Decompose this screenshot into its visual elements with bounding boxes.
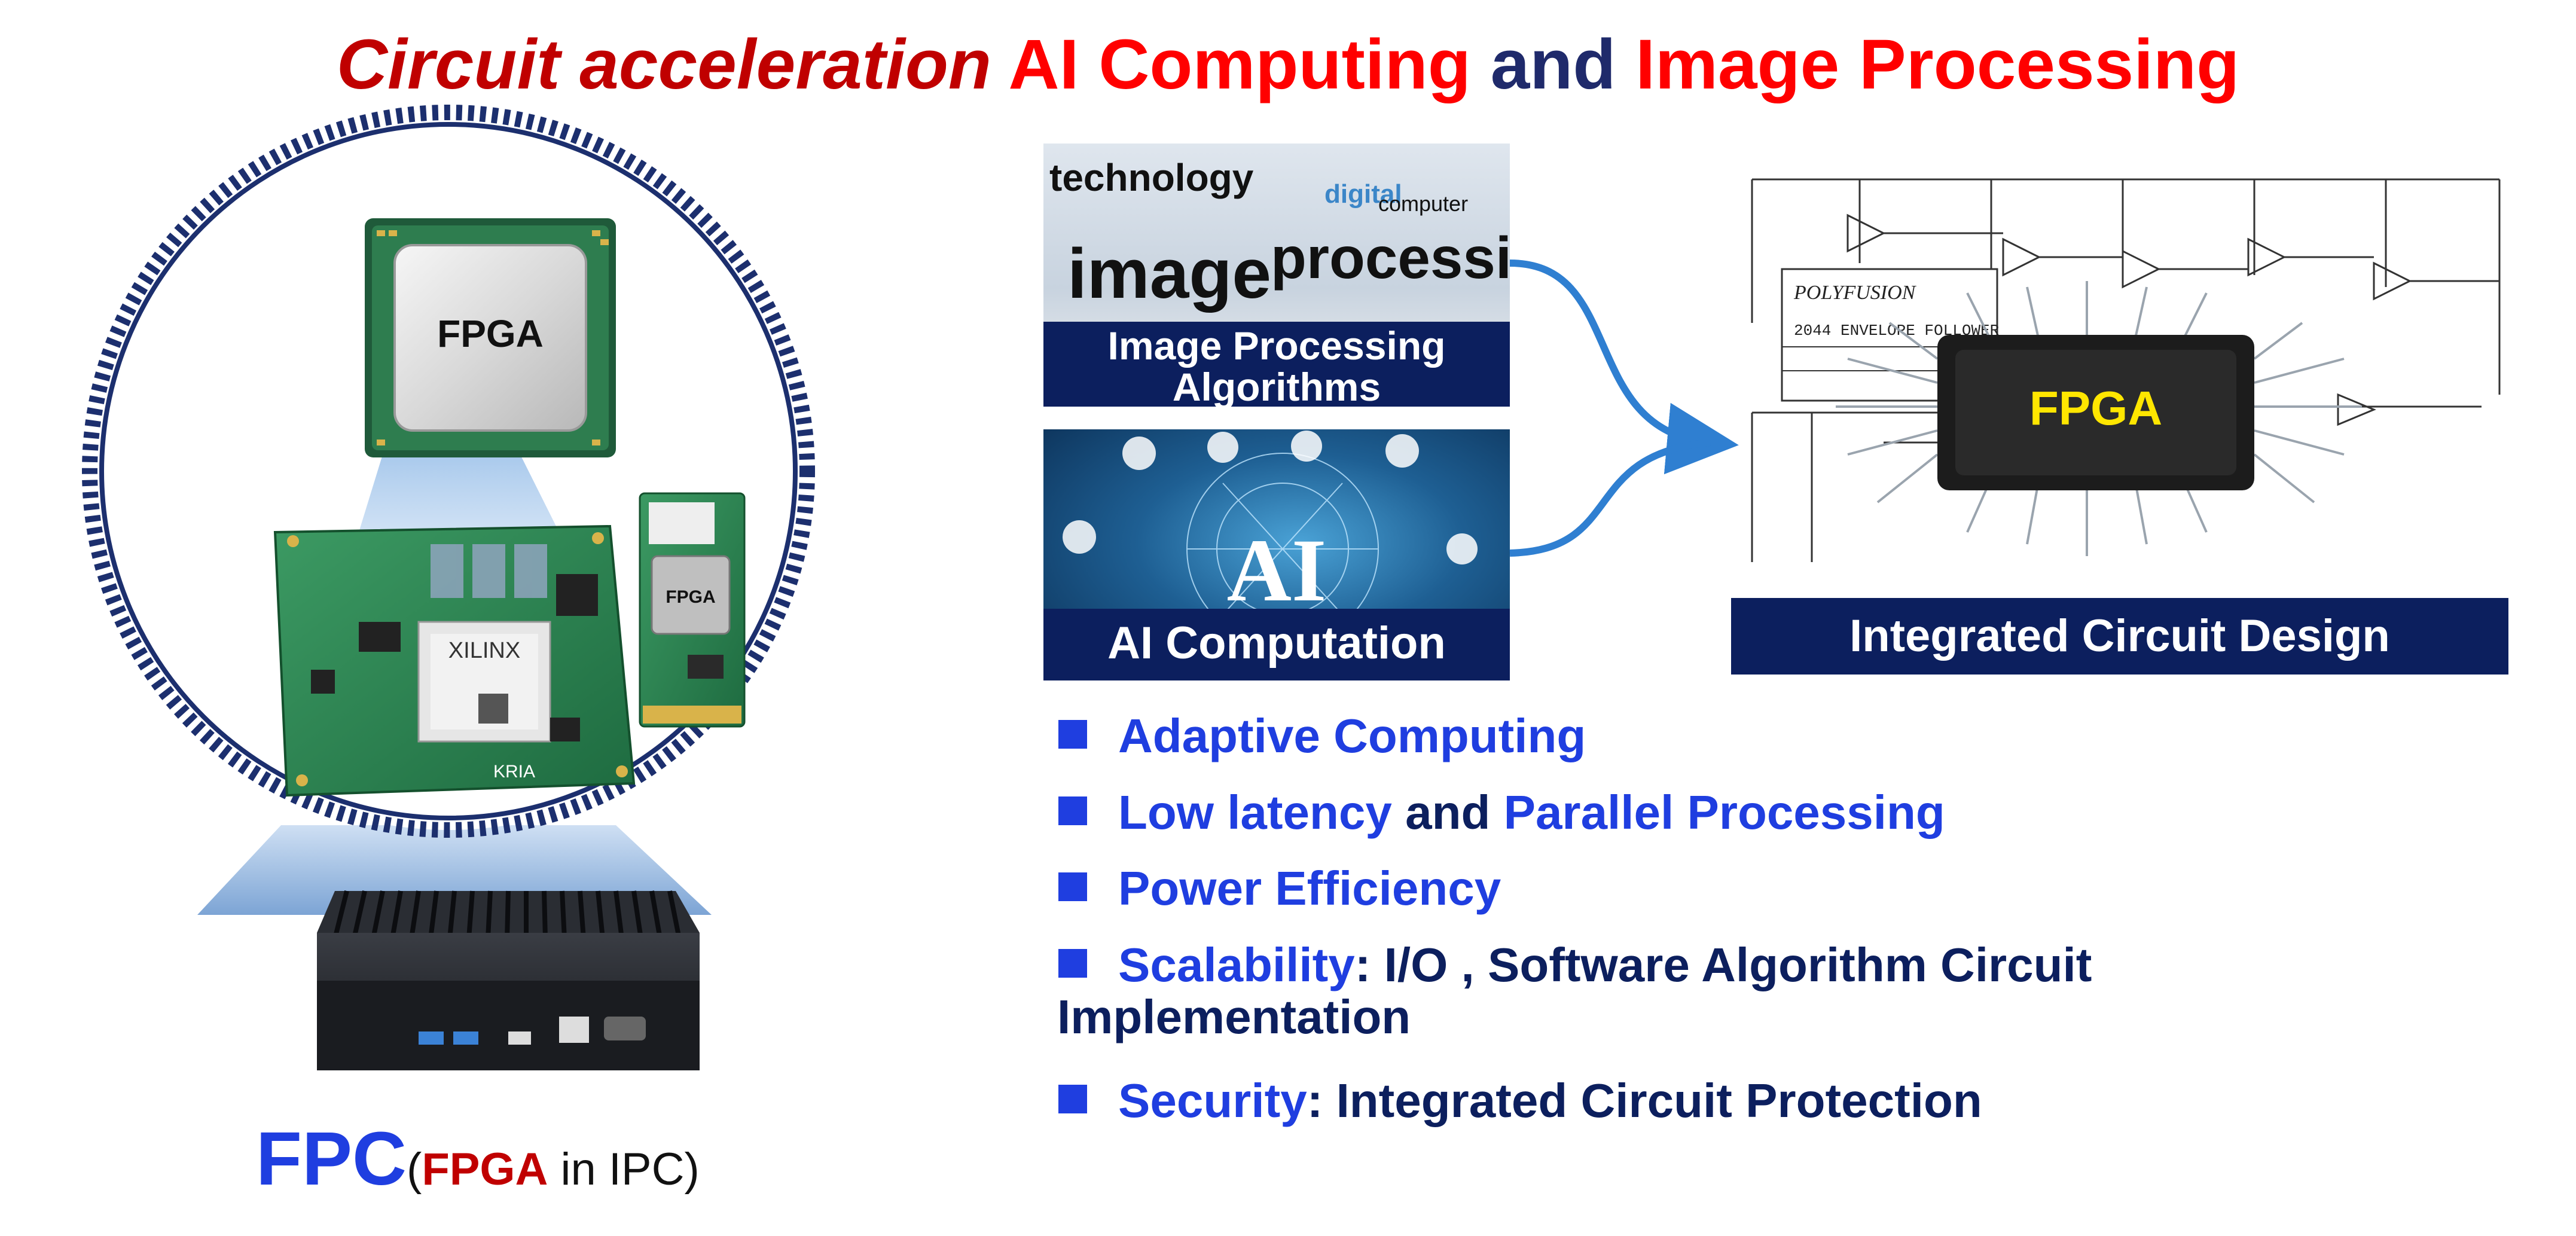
ai-network-graphic: [1063, 431, 1478, 609]
ai-center-text: AI: [1226, 521, 1327, 620]
schematic-chip-label: FPGA: [2029, 382, 2162, 435]
image-processing-banner: Image Processing Algorithms: [1043, 322, 1510, 407]
image-processing-card: technology digital computer image proces…: [1043, 144, 1510, 407]
fpc-in-ipc: in IPC): [548, 1144, 700, 1195]
bullet-highlight: Low latency: [1118, 786, 1392, 839]
ai-computation-banner: AI Computation: [1043, 609, 1510, 680]
card-word-processing: processing: [1271, 225, 1510, 291]
ai-computation-card: AI AI Computation: [1043, 429, 1510, 680]
fpc-fpga-word: FPGA: [422, 1144, 548, 1195]
bullet-highlight: Security: [1118, 1074, 1307, 1127]
arrow-from-ai: [1509, 439, 1711, 557]
page-title: Circuit acceleration AI Computing and Im…: [0, 24, 2576, 105]
fpga-ipc-illustration: FPGA XILINX KRIA FPGA: [82, 105, 815, 1070]
title-part-circuit-acceleration: Circuit acceleration: [336, 25, 991, 104]
bullet-scalability: Scalability: I/O , Software Algorithm Ci…: [1058, 938, 2092, 993]
bullet-adaptive-computing: Adaptive Computing: [1058, 709, 1586, 764]
fpc-label: FPC(FPGA in IPC): [256, 1115, 700, 1202]
card-word-computer: computer: [1378, 191, 1469, 216]
fpga-chip-label: FPGA: [437, 312, 544, 355]
bullet-square-icon: [1058, 796, 1087, 825]
bullet-highlight: Power Efficiency: [1118, 862, 1501, 915]
bullet-highlight-2: Parallel Processing: [1503, 786, 1945, 839]
bullet-square-icon: [1058, 1085, 1087, 1113]
card-word-image: image: [1067, 234, 1272, 313]
bullet-connector: and: [1391, 786, 1504, 839]
fpga-chip-icon: [365, 218, 616, 457]
board-brand-label: XILINX: [448, 638, 520, 663]
m2-card-icon: [639, 492, 746, 728]
fpga-ic-icon: [1937, 335, 2254, 490]
bullet-highlight: Scalability: [1118, 938, 1355, 991]
ipc-box-icon: [317, 890, 700, 1070]
circuit-schematic-graphic: POLYFUSION 2044 ENVELOPE FOLLOWER FPGA: [1751, 178, 2501, 562]
schematic-company: POLYFUSION: [1793, 282, 1917, 304]
bullet-rest: : Integrated Circuit Protection: [1307, 1074, 1982, 1127]
title-part-ai-computing: AI Computing: [1008, 25, 1471, 104]
bullet-power-efficiency: Power Efficiency: [1058, 861, 1501, 916]
title-part-and: and: [1490, 25, 1616, 104]
bullet-square-icon: [1058, 949, 1087, 978]
bullet-highlight: Adaptive Computing: [1118, 709, 1586, 762]
fpc-title: FPC: [256, 1116, 407, 1201]
integrated-circuit-design-banner: Integrated Circuit Design: [1731, 598, 2508, 675]
kria-board-icon: [273, 524, 636, 797]
card-word-technology: technology: [1049, 156, 1254, 199]
bullet-low-latency: Low latency and Parallel Processing: [1058, 785, 1945, 840]
fpc-paren-open: (: [407, 1144, 422, 1195]
bullet-scalability-continuation: Implementation: [1057, 990, 1411, 1043]
card-word-digital: digital: [1324, 179, 1402, 209]
bullet-security: Security: Integrated Circuit Protection: [1058, 1073, 1982, 1128]
m2-card-label: FPGA: [666, 587, 715, 607]
bullet-square-icon: [1058, 872, 1087, 901]
board-product-label: KRIA: [493, 762, 535, 782]
bullet-rest: : I/O , Software Algorithm Circuit: [1354, 938, 2092, 991]
arrow-from-image-processing: [1509, 260, 1739, 475]
bullet-square-icon: [1058, 720, 1087, 749]
title-part-image-processing: Image Processing: [1635, 25, 2240, 104]
